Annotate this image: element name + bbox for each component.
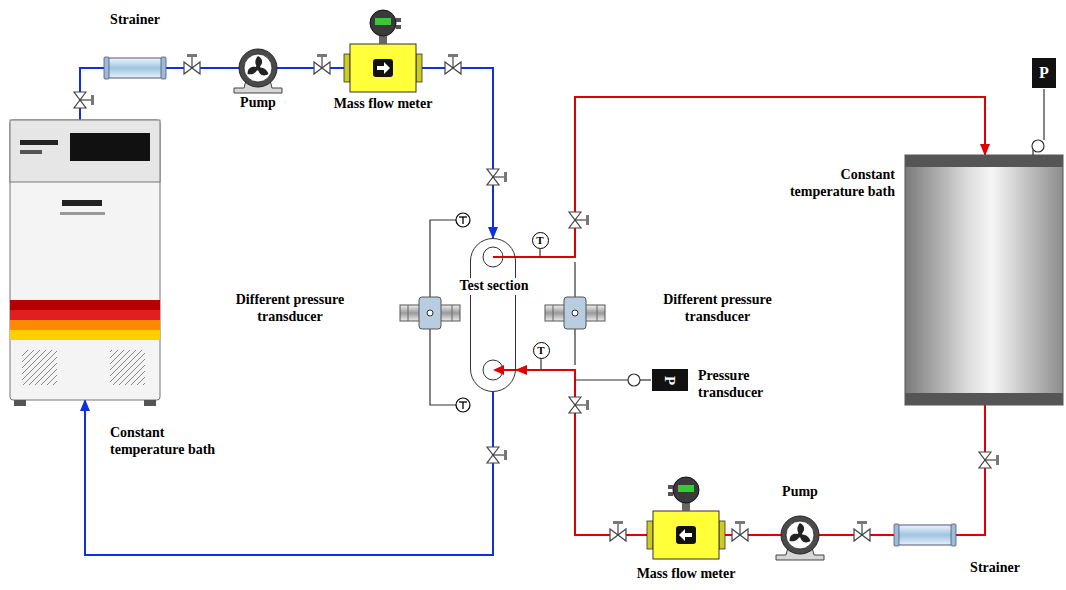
text-holder: T <box>534 343 549 358</box>
text-holder: P <box>652 369 688 391</box>
pipe-connector <box>85 392 493 555</box>
label-box: Strainer <box>955 560 1035 577</box>
node-text: P <box>662 375 677 384</box>
text-holder: T <box>533 233 548 248</box>
part-label: Mass flow meter <box>323 96 443 113</box>
pressure-sensor: P <box>652 369 688 391</box>
bath-unit: Constant temperature bath <box>10 120 160 400</box>
label-box: Pump <box>770 484 830 501</box>
label-box: Different pressure transducer <box>205 292 375 326</box>
node-text: T <box>537 345 544 356</box>
label-box: Pressure transducer <box>698 368 798 402</box>
text-holder: Test section <box>441 276 547 295</box>
part-label: Different pressure transducer <box>630 292 805 326</box>
bath-cabinet <box>10 120 160 406</box>
node-text: Test section <box>457 278 530 295</box>
strainer-symbol <box>104 57 956 546</box>
dp-transducer-symbol <box>400 297 605 329</box>
label-box: Different pressure transducer <box>630 292 805 326</box>
part-label: Strainer <box>955 560 1035 577</box>
node-text: T <box>536 235 543 246</box>
test-ports <box>483 247 516 380</box>
text-holder: Constant temperature bath <box>110 425 230 459</box>
valves <box>74 54 999 541</box>
temperature-sensor: T <box>532 232 549 249</box>
flow-meter-symbol <box>344 10 725 559</box>
part-label: Pressure transducer <box>698 368 798 402</box>
part-label: Strainer <box>95 12 175 29</box>
pressure-sensor: P <box>1032 58 1056 88</box>
node-text: P <box>1039 65 1049 81</box>
part-label: Pump <box>228 95 288 112</box>
label-box: Strainer <box>95 12 175 29</box>
part-label: Different pressure transducer <box>205 292 375 326</box>
temperature-sensor: T <box>533 342 550 359</box>
test-section: Test section <box>470 238 516 392</box>
node-text: Constant temperature bath <box>110 425 230 459</box>
label-box: Mass flow meter <box>323 96 443 113</box>
text-holder: Constant temperature bath <box>775 167 895 201</box>
bath-tank <box>905 155 1063 405</box>
label-box: Pump <box>228 95 288 112</box>
tap-lines <box>430 89 1044 405</box>
part-label: Pump <box>770 484 830 501</box>
node-text: Constant temperature bath <box>775 167 895 201</box>
text-holder: P <box>1032 58 1056 88</box>
bath-unit: Constant temperature bath <box>905 155 1063 405</box>
label-box: Mass flow meter <box>626 566 746 583</box>
part-label: Mass flow meter <box>626 566 746 583</box>
